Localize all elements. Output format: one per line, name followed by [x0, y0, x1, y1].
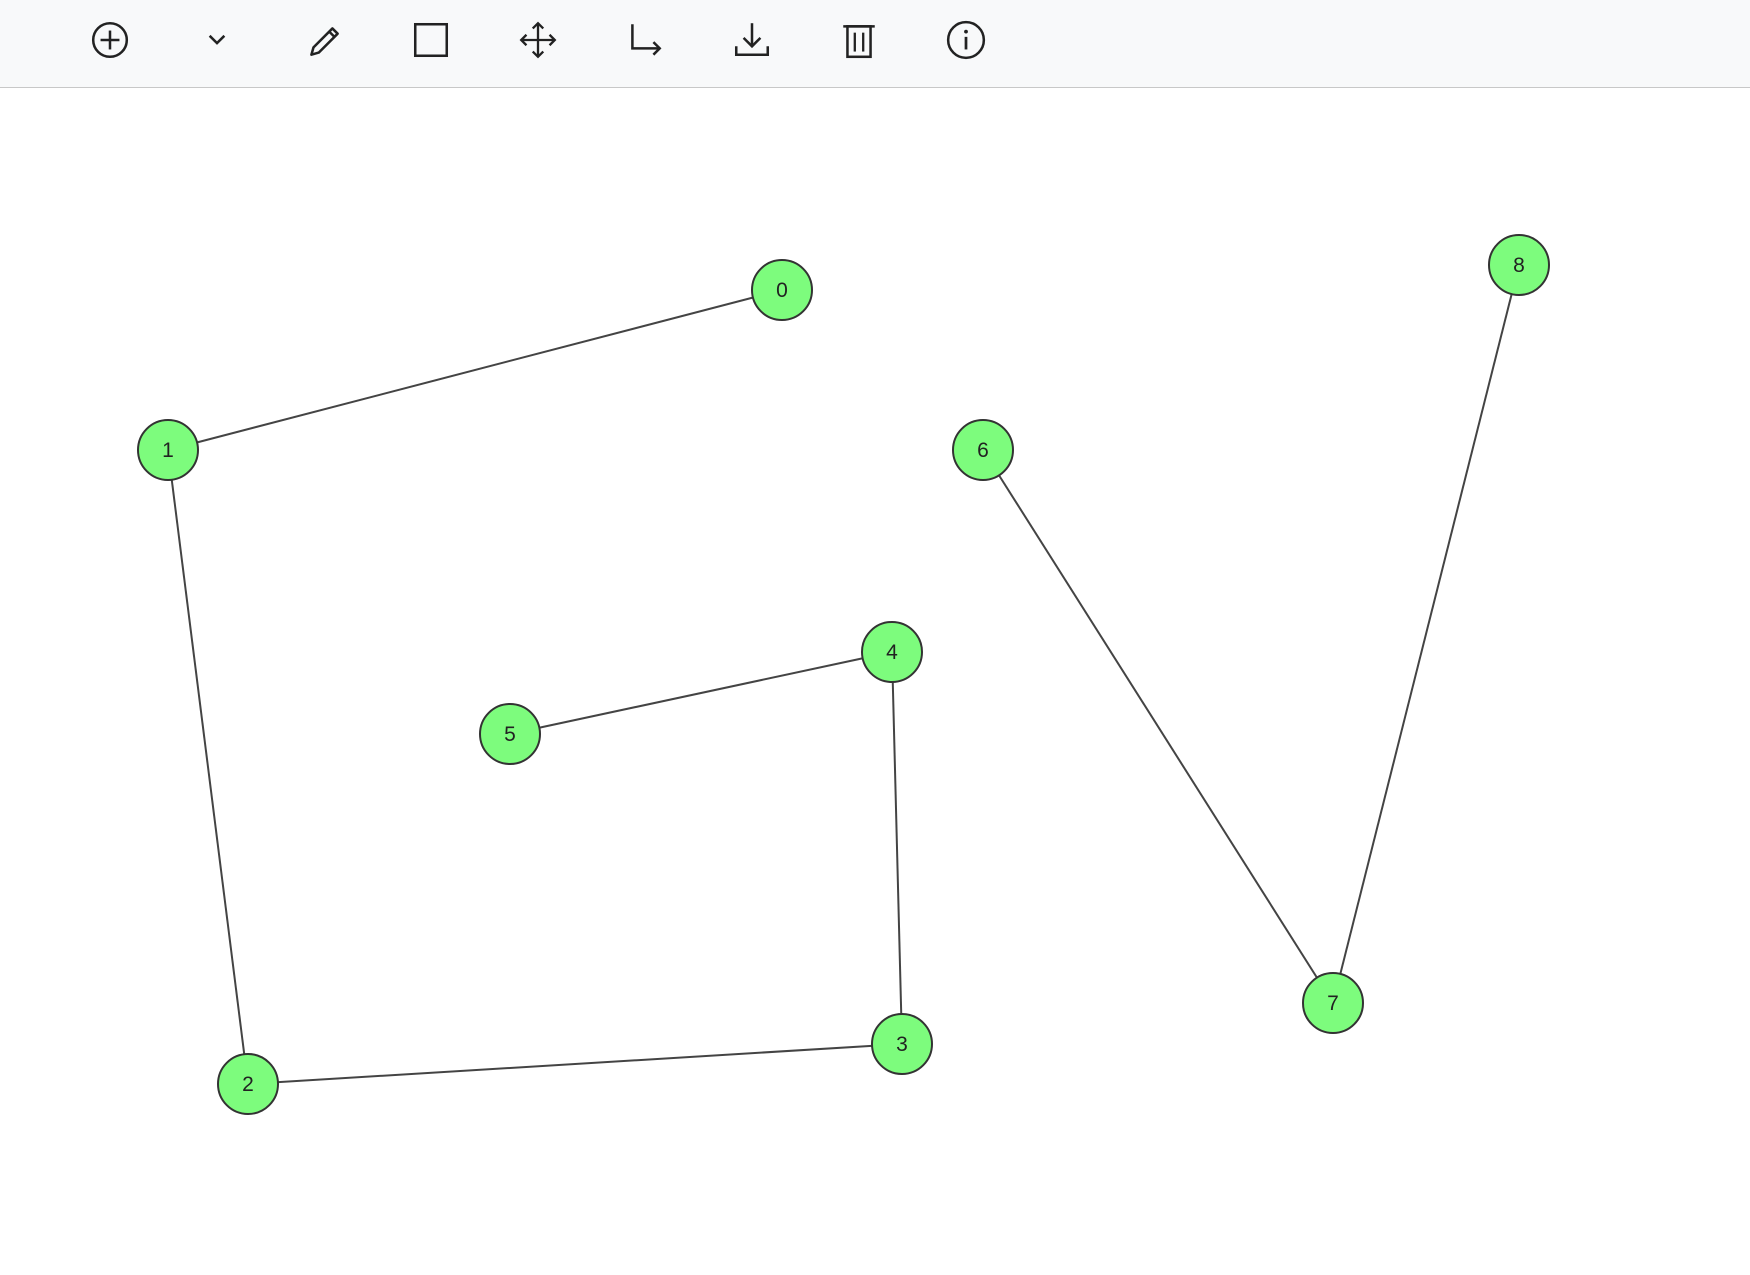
arrow-turn-right-icon — [631, 24, 662, 56]
connect-edge-button[interactable] — [617, 14, 673, 66]
node-label: 2 — [242, 1073, 254, 1096]
node-circle[interactable] — [217, 1053, 279, 1115]
node-7[interactable]: 7 — [1302, 972, 1364, 1034]
node-circle[interactable] — [1488, 234, 1550, 296]
graph-svg[interactable]: 0 1 2 3 4 5 6 7 8 — [0, 88, 1750, 1270]
edge-3-4[interactable] — [891, 651, 903, 1045]
delete-button[interactable] — [831, 14, 887, 66]
node-8[interactable]: 8 — [1488, 234, 1550, 296]
node-label: 7 — [1327, 992, 1339, 1015]
edge-1-2[interactable] — [167, 449, 249, 1085]
node-label: 6 — [977, 439, 989, 462]
node-3[interactable]: 3 — [871, 1013, 933, 1075]
edge-7-8[interactable] — [1332, 264, 1520, 1004]
add-node-button[interactable] — [82, 14, 138, 66]
node-circle[interactable] — [871, 1013, 933, 1075]
pencil-icon — [310, 27, 339, 56]
edges-layer — [167, 264, 1520, 1085]
node-6[interactable]: 6 — [952, 419, 1014, 481]
node-circle[interactable] — [479, 703, 541, 765]
add-node-icon — [91, 21, 129, 59]
edge-0-1[interactable] — [167, 289, 783, 451]
chevron-down-icon — [208, 34, 226, 45]
dropdown-button[interactable] — [189, 14, 245, 66]
trash-icon — [843, 25, 875, 59]
toolbar — [0, 0, 1750, 88]
info-button[interactable] — [938, 14, 994, 66]
edit-button[interactable] — [296, 14, 352, 66]
graph-canvas[interactable]: 0 1 2 3 4 5 6 7 8 — [0, 88, 1750, 1270]
download-icon — [734, 23, 770, 56]
node-5[interactable]: 5 — [479, 703, 541, 765]
node-circle[interactable] — [137, 419, 199, 481]
node-label: 4 — [886, 641, 898, 664]
edge-4-5[interactable] — [509, 651, 893, 735]
node-circle[interactable] — [952, 419, 1014, 481]
node-4[interactable]: 4 — [861, 621, 923, 683]
node-circle[interactable] — [1302, 972, 1364, 1034]
select-box-button[interactable] — [403, 14, 459, 66]
square-icon — [413, 22, 449, 58]
edge-2-3[interactable] — [247, 1043, 903, 1085]
move-icon — [519, 21, 557, 59]
move-button[interactable] — [510, 14, 566, 66]
node-2[interactable]: 2 — [217, 1053, 279, 1115]
node-label: 5 — [504, 723, 516, 746]
nodes-layer: 0 1 2 3 4 5 6 7 8 — [137, 234, 1550, 1115]
node-circle[interactable] — [751, 259, 813, 321]
edge-6-7[interactable] — [982, 449, 1334, 1004]
node-label: 1 — [162, 439, 174, 462]
node-1[interactable]: 1 — [137, 419, 199, 481]
node-label: 3 — [896, 1033, 908, 1056]
node-0[interactable]: 0 — [751, 259, 813, 321]
node-label: 8 — [1513, 254, 1525, 277]
node-circle[interactable] — [861, 621, 923, 683]
node-label: 0 — [776, 279, 788, 302]
info-icon — [946, 20, 986, 60]
download-button[interactable] — [724, 14, 780, 66]
